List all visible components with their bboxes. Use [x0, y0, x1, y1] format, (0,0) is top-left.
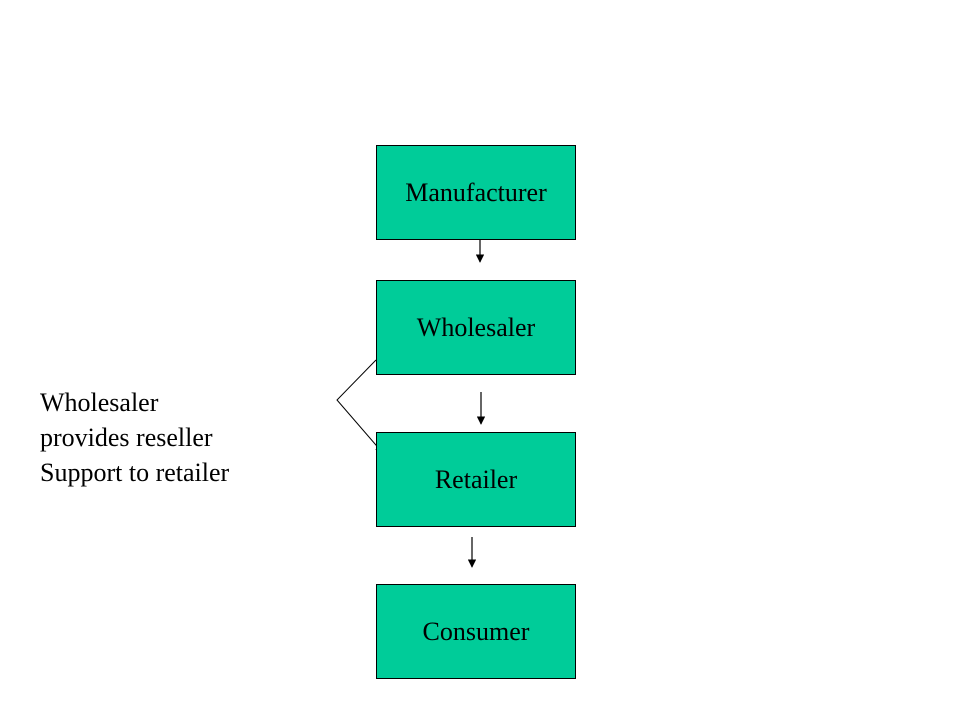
- side-note-line: Support to retailer: [40, 458, 230, 487]
- node-consumer-label: Consumer: [422, 616, 530, 646]
- side-note-line: provides reseller: [40, 423, 213, 452]
- node-consumer: Consumer: [376, 584, 576, 679]
- node-retailer-label: Retailer: [434, 464, 518, 494]
- node-retailer: Retailer: [376, 432, 576, 527]
- node-manufacturer-label: Manufacturer: [405, 177, 547, 207]
- side-note: Wholesaler provides reseller Support to …: [40, 385, 229, 490]
- node-wholesaler-label: Wholesaler: [416, 312, 536, 342]
- node-manufacturer: Manufacturer: [376, 145, 576, 240]
- side-note-line: Wholesaler: [40, 388, 159, 417]
- node-wholesaler: Wholesaler: [376, 280, 576, 375]
